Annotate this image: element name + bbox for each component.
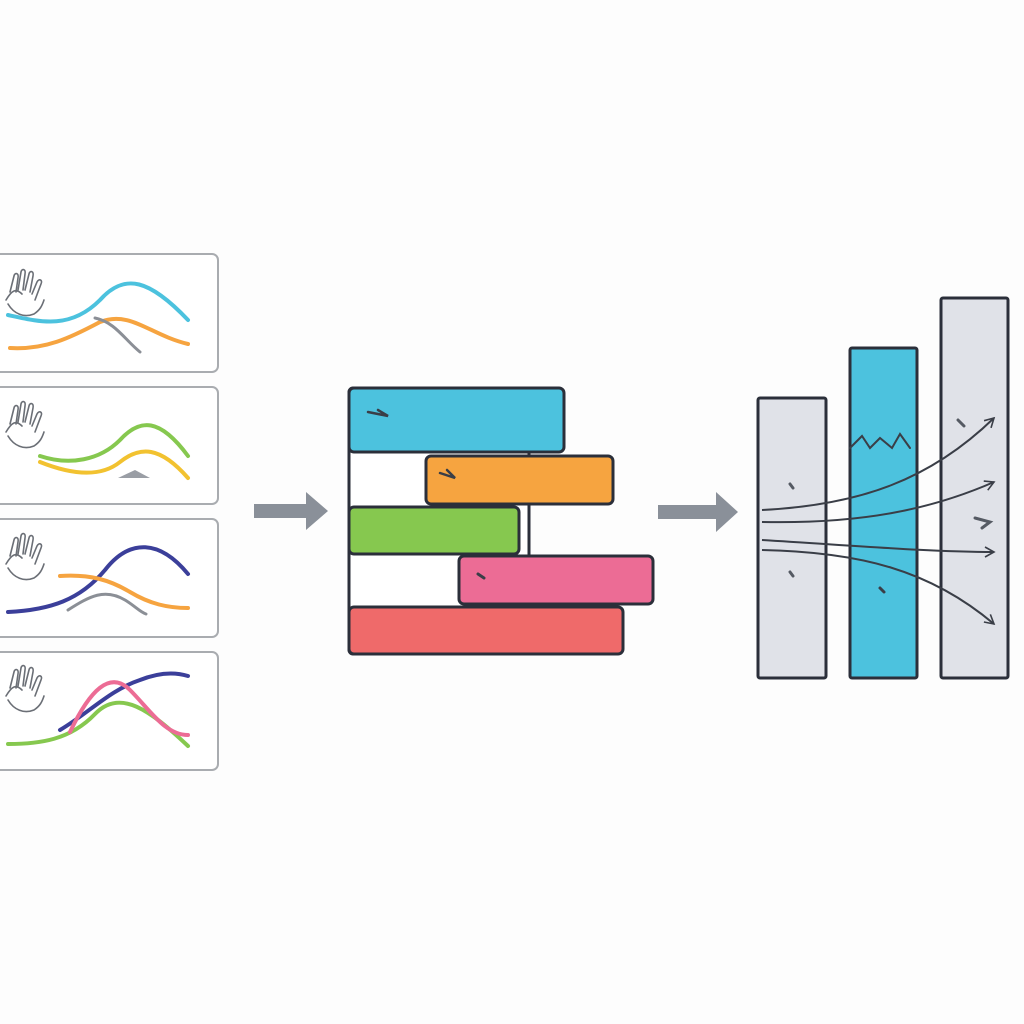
column-mark — [878, 586, 886, 594]
column-mark — [849, 432, 911, 450]
right-arrow-icon — [254, 492, 328, 530]
column-mark — [956, 418, 994, 530]
column-left — [756, 396, 828, 680]
signal-curve-sketch — [93, 316, 142, 354]
block-red — [347, 605, 625, 656]
signal-curve-green — [38, 423, 190, 463]
hand-sketch-icon — [5, 400, 45, 449]
block-mark — [366, 408, 389, 418]
column-middle — [848, 346, 919, 680]
hand-sketch-icon — [5, 532, 45, 581]
stacked-blocks — [347, 386, 655, 656]
input-panels — [0, 253, 219, 771]
signal-curve-blue — [6, 281, 190, 324]
output-columns — [756, 296, 1010, 680]
signal-panel-1 — [0, 253, 219, 373]
curved-arrow-icon — [761, 480, 996, 524]
curved-arrow-icon — [761, 549, 996, 626]
signal-curve-pink — [68, 680, 190, 737]
signal-curve-orange — [58, 573, 190, 610]
block-orange — [424, 454, 615, 506]
hand-sketch-icon — [5, 664, 45, 713]
block-mark — [476, 572, 486, 580]
block-mark — [438, 468, 456, 480]
block-green — [347, 505, 521, 556]
column-mark — [788, 482, 795, 490]
right-arrow-icon — [658, 492, 738, 532]
signal-curve-sketch — [118, 470, 150, 478]
signal-curve-orange — [8, 316, 190, 351]
column-mark — [788, 570, 795, 578]
hand-sketch-icon — [5, 268, 45, 317]
curved-arrow-icon — [761, 539, 996, 558]
curved-arrow-icon — [761, 416, 996, 511]
signal-panel-3 — [0, 518, 219, 638]
column-right — [939, 296, 1010, 680]
signal-curve-purple — [58, 671, 190, 732]
signal-curve-purple — [6, 545, 190, 614]
block-pink — [457, 554, 655, 606]
signal-panel-2 — [0, 386, 219, 505]
signal-curve-yellow — [38, 449, 190, 480]
block-blue — [347, 386, 566, 454]
signal-curve-sketch — [66, 592, 148, 616]
signal-panel-4 — [0, 651, 219, 771]
output-arrows — [761, 416, 996, 626]
